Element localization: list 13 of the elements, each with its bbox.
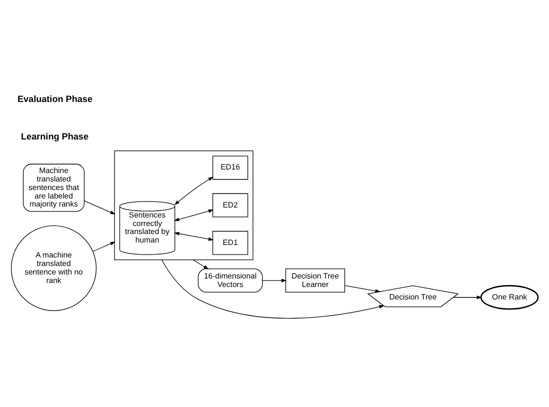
label: Evaluation Phase bbox=[17, 94, 92, 104]
arrow bbox=[161, 259, 384, 319]
arrow bbox=[453, 296, 482, 300]
label: Learning Phase bbox=[21, 132, 89, 142]
arrow bbox=[174, 176, 214, 206]
arrow bbox=[92, 242, 116, 252]
arrow bbox=[84, 200, 116, 214]
arrow bbox=[262, 278, 287, 282]
arrow bbox=[192, 259, 209, 270]
arrow bbox=[174, 232, 214, 241]
arrow bbox=[344, 285, 380, 293]
cluster bbox=[114, 150, 254, 260]
arrow bbox=[174, 209, 214, 222]
